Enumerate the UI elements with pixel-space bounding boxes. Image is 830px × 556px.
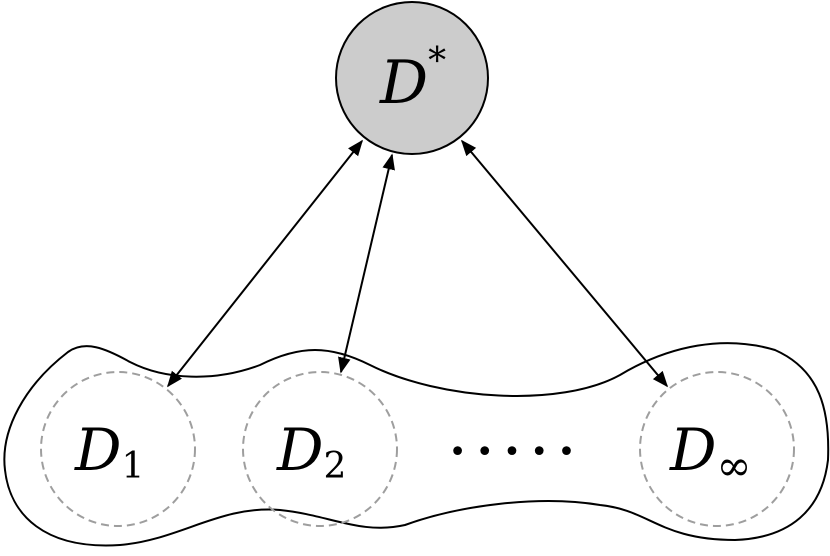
target-node-circle [335, 1, 489, 155]
svg-text:D*: D* [379, 41, 446, 118]
target-node-superscript: * [428, 41, 446, 82]
distribution-node-2: D2 [242, 371, 398, 527]
node-2-subscript: 2 [324, 446, 347, 487]
dashed-circle-1 [40, 371, 196, 527]
target-node-letter: D [379, 48, 428, 118]
svg-text:D∞: D∞ [669, 416, 752, 490]
arrow-target-to-node-infinity [460, 139, 669, 388]
distribution-node-1: D1 [40, 371, 196, 527]
arrow-target-to-node-1 [167, 139, 363, 388]
dashed-circle-2 [242, 371, 398, 527]
target-distribution-node: D* [335, 1, 489, 155]
node-infinity-subscript: ∞ [717, 441, 752, 490]
distribution-node-infinity: D∞ [639, 371, 795, 527]
node-1-subscript: 1 [122, 446, 145, 487]
node-2-letter: D [276, 416, 324, 484]
arrow-target-to-node-2 [338, 153, 395, 374]
svg-text:D1: D1 [74, 416, 144, 487]
svg-text:D2: D2 [276, 416, 346, 487]
ellipsis: • • • • • [449, 435, 576, 470]
node-infinity-letter: D [669, 416, 717, 484]
node-1-letter: D [74, 416, 122, 484]
dashed-circle-infinity [639, 371, 795, 527]
